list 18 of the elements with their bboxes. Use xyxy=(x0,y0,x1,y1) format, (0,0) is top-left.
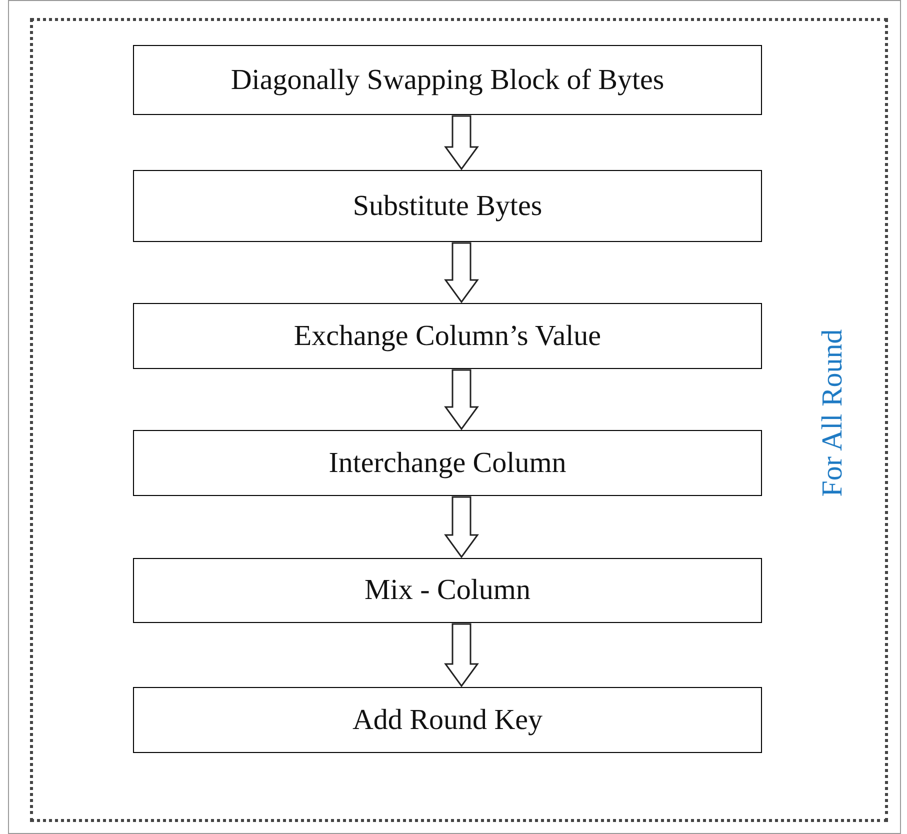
process-box xyxy=(133,687,762,753)
group-label: For All Round xyxy=(816,329,850,497)
hollow-arrow xyxy=(444,496,479,558)
step-label: Substitute Bytes xyxy=(352,190,542,222)
hollow-arrow xyxy=(444,369,479,430)
step-label: Mix - Column xyxy=(364,574,530,607)
hollow-arrow xyxy=(444,115,479,170)
step-label: Exchange Column’s Value xyxy=(294,320,602,352)
process-box xyxy=(133,170,762,242)
step-label: Diagonally Swapping Block of Bytes xyxy=(230,64,664,96)
hollow-arrow xyxy=(444,242,479,304)
hollow-arrow xyxy=(444,623,479,688)
process-box xyxy=(133,303,762,369)
process-box xyxy=(133,558,762,623)
step-label: Add Round Key xyxy=(352,704,543,736)
step-label: Interchange Column xyxy=(328,446,566,480)
process-box xyxy=(133,430,762,496)
process-box xyxy=(133,45,762,115)
